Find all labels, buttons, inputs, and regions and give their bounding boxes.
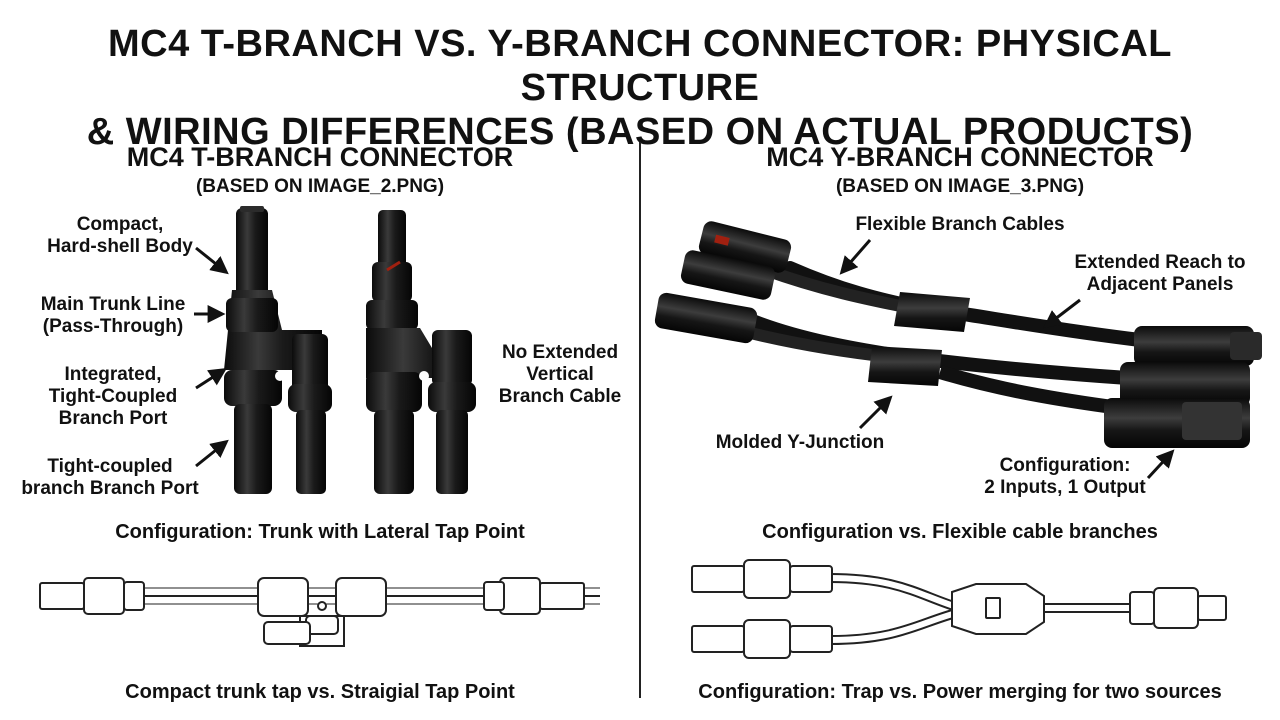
label-hard-shell-body: Compact, Hard-shell Body [47,214,193,257]
t-branch-photo-right [366,210,476,494]
label-extended-reach: Extended Reach to Adjacent Panels [1074,252,1246,295]
title-line-1: MC4 T-BRANCH VS. Y-BRANCH CONNECTOR: PHY… [107,23,1173,109]
t-branch-arrows [194,246,229,468]
label-no-extended-cable: No Extended Vertical Branch Cable [498,342,622,407]
y-branch-photo [654,221,1262,448]
y-branch-heading: MC4 Y-BRANCH CONNECTOR [766,142,1154,172]
t-branch-config-caption: Configuration: Trunk with Lateral Tap Po… [115,521,525,543]
label-integrated-branch-port: Integrated, Tight-Coupled Branch Port [48,364,178,429]
panel-divider [639,142,641,698]
y-branch-config-caption: Configuration vs. Flexible cable branche… [762,521,1158,543]
t-branch-heading: MC4 T-BRANCH CONNECTOR [126,142,514,172]
label-molded-y-junction: Molded Y-Junction [715,432,885,453]
page-title: MC4 T-BRANCH VS. Y-BRANCH CONNECTOR: PHY… [20,22,1260,154]
y-branch-line-drawing [691,559,1227,659]
t-branch-subheading: (BASED ON IMAGE_2.PNG) [195,176,445,197]
y-branch-subheading: (BASED ON IMAGE_3.PNG) [835,176,1085,197]
y-branch-bottom-caption: Configuration: Trap vs. Power merging fo… [698,681,1222,703]
y-branch-arrows [839,239,1175,480]
t-branch-photo-left [224,206,332,494]
label-y-configuration: Configuration: 2 Inputs, 1 Output [984,455,1146,498]
label-flexible-branch-cables: Flexible Branch Cables [855,214,1065,235]
t-branch-line-drawing [39,577,600,647]
label-main-trunk-line: Main Trunk Line (Pass-Through) [40,294,186,337]
label-tight-coupled-port: Tight-coupled branch Branch Port [21,456,199,499]
t-branch-bottom-caption: Compact trunk tap vs. Straigial Tap Poin… [125,681,515,703]
